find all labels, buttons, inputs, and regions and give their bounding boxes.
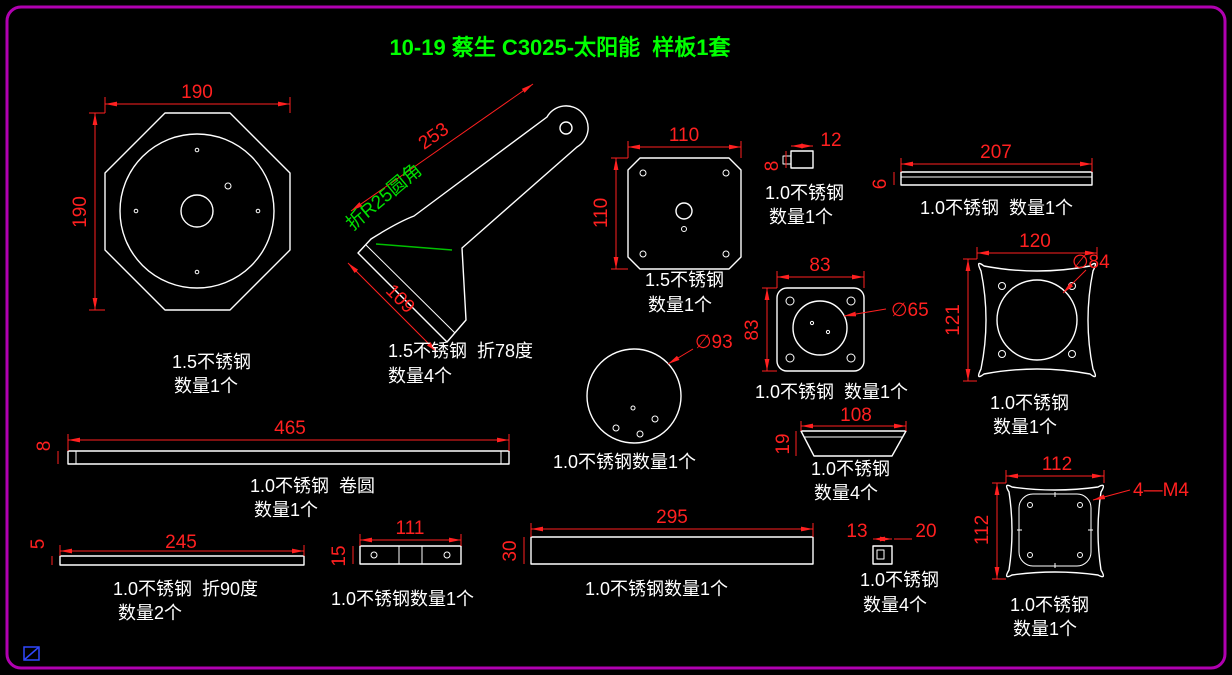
dim-width: 245 — [165, 532, 197, 553]
part-trapezoid-108: 108 19 1.0不锈钢 数量4个 — [773, 405, 907, 503]
dim-width: 295 — [656, 507, 688, 528]
part-material: 1.0不锈钢 — [811, 459, 890, 479]
dim-height: 19 — [773, 433, 794, 454]
dim-width: 190 — [181, 82, 213, 103]
dim-diameter: ∅84 — [1072, 252, 1110, 273]
part-material: 1.5不锈钢 — [645, 270, 724, 290]
dim-width: 110 — [669, 125, 699, 146]
clip-outline — [872, 545, 893, 565]
dim-width: 108 — [840, 405, 872, 426]
dim-height: 30 — [500, 540, 521, 561]
part-material-qty: 1.0不锈钢数量1个 — [331, 589, 474, 609]
trapezoid-outline — [800, 430, 907, 457]
dim-width: 465 — [274, 418, 306, 439]
part-material: 1.0不锈钢 — [1010, 595, 1089, 615]
octagon-outline — [104, 112, 291, 311]
dim-height: 15 — [329, 545, 350, 566]
part-qty: 数量1个 — [648, 295, 712, 315]
plate-outline — [977, 262, 1097, 378]
fold-line-green — [375, 243, 453, 251]
part-material: 1.0不锈钢 — [990, 393, 1069, 413]
dim-height: 6 — [870, 179, 891, 190]
part-qty: 数量1个 — [1013, 619, 1077, 639]
part-clip-12x8: 12 8 1.0不锈钢 数量1个 — [762, 130, 844, 227]
strip-outline — [59, 555, 305, 566]
part-material-qty: 1.0不锈钢数量1个 — [585, 579, 728, 599]
part-strip-465x8: 465 8 1.0不锈钢 卷圆 数量1个 — [34, 418, 510, 520]
part-material-qty: 1.0不锈钢 数量1个 — [920, 198, 1073, 218]
part-clip-13x20: 13 20 1.0不锈钢 数量4个 — [846, 521, 939, 615]
part-square-plate-83: 83 83 ∅65 1.0不锈钢 数量1个 — [742, 255, 929, 402]
strip-outline — [67, 450, 510, 465]
part-strip-295x30: 295 30 1.0不锈钢数量1个 — [500, 507, 814, 599]
part-qty: 数量1个 — [769, 207, 833, 227]
part-material: 1.0不锈钢 折90度 — [113, 579, 258, 599]
center-hole — [792, 300, 848, 356]
disc-outline — [586, 348, 682, 444]
dim-width: 207 — [980, 142, 1012, 163]
strip-outline — [900, 171, 1093, 186]
strip-outline — [359, 545, 462, 565]
strip-outline — [530, 536, 814, 565]
dim-height: 110 — [591, 198, 612, 228]
part-qty: 数量1个 — [993, 417, 1057, 437]
dim-width: 12 — [820, 130, 841, 151]
part-qty: 数量1个 — [174, 376, 238, 396]
arm-outline — [357, 105, 589, 343]
dim-height: 83 — [742, 319, 763, 340]
part-square-plate-120: 120 121 ∅84 1.0不锈钢 数量1个 — [943, 231, 1110, 437]
plate-outline — [776, 287, 865, 372]
center-hole — [180, 194, 214, 228]
part-qty: 数量4个 — [863, 595, 927, 615]
part-qty: 数量4个 — [814, 483, 878, 503]
part-material-qty: 1.0不锈钢 数量1个 — [755, 382, 908, 402]
part-octagon-plate-190: 190 190 1.5不锈钢 数量1个 — [70, 82, 291, 396]
dim-height: 5 — [28, 539, 49, 550]
bolt-circle — [119, 133, 275, 289]
dim-width: 112 — [1042, 454, 1072, 475]
part-qty: 数量1个 — [254, 500, 318, 520]
part-qty: 数量2个 — [118, 603, 182, 623]
dim-height: 8 — [34, 441, 55, 452]
dim-diameter: ∅65 — [891, 300, 929, 321]
part-strip-111x15: 111 15 1.0不锈钢数量1个 — [329, 518, 474, 609]
dim-height: 20 — [915, 521, 936, 542]
center-hole — [996, 279, 1078, 361]
dim-diameter: ∅93 — [695, 332, 733, 353]
part-material: 1.5不锈钢 折78度 — [388, 341, 533, 361]
part-material: 1.0不锈钢 — [860, 570, 939, 590]
arm-hole — [559, 121, 573, 135]
part-disc-93: ∅93 1.0不锈钢数量1个 — [553, 332, 733, 472]
part-square-plate-112: 112 112 4—M4 1.0不锈钢 数量1个 — [972, 454, 1189, 639]
center-hole — [675, 202, 693, 220]
part-qty: 数量4个 — [388, 366, 452, 386]
dim-width: 120 — [1019, 231, 1051, 252]
plate-outline — [1005, 484, 1105, 578]
dim-width: 83 — [809, 255, 830, 276]
dim-width: 13 — [846, 521, 867, 542]
dim-height: 8 — [762, 161, 783, 172]
ucs-icon — [23, 646, 40, 661]
dim-height: 112 — [972, 515, 993, 545]
drawing-title: 10-19 蔡生 C3025-太阳能 样板1套 — [389, 35, 730, 60]
dim-height: 190 — [70, 196, 91, 228]
part-square-plate-110: 110 110 1.5不锈钢 数量1个 — [591, 125, 742, 315]
dim-width: 111 — [396, 518, 425, 539]
part-strip-207x6: 207 6 1.0不锈钢 数量1个 — [870, 142, 1093, 218]
plate-outline — [627, 157, 742, 270]
part-material: 1.5不锈钢 — [172, 352, 251, 372]
part-material: 1.0不锈钢 — [765, 183, 844, 203]
thread-note: 4—M4 — [1133, 480, 1189, 501]
dim-height: 121 — [943, 304, 964, 336]
part-material-qty: 1.0不锈钢数量1个 — [553, 452, 696, 472]
viewport-border — [5, 5, 1227, 670]
part-strip-245x5: 245 5 1.0不锈钢 折90度 数量2个 — [28, 532, 305, 623]
part-material: 1.0不锈钢 卷圆 — [250, 476, 375, 496]
